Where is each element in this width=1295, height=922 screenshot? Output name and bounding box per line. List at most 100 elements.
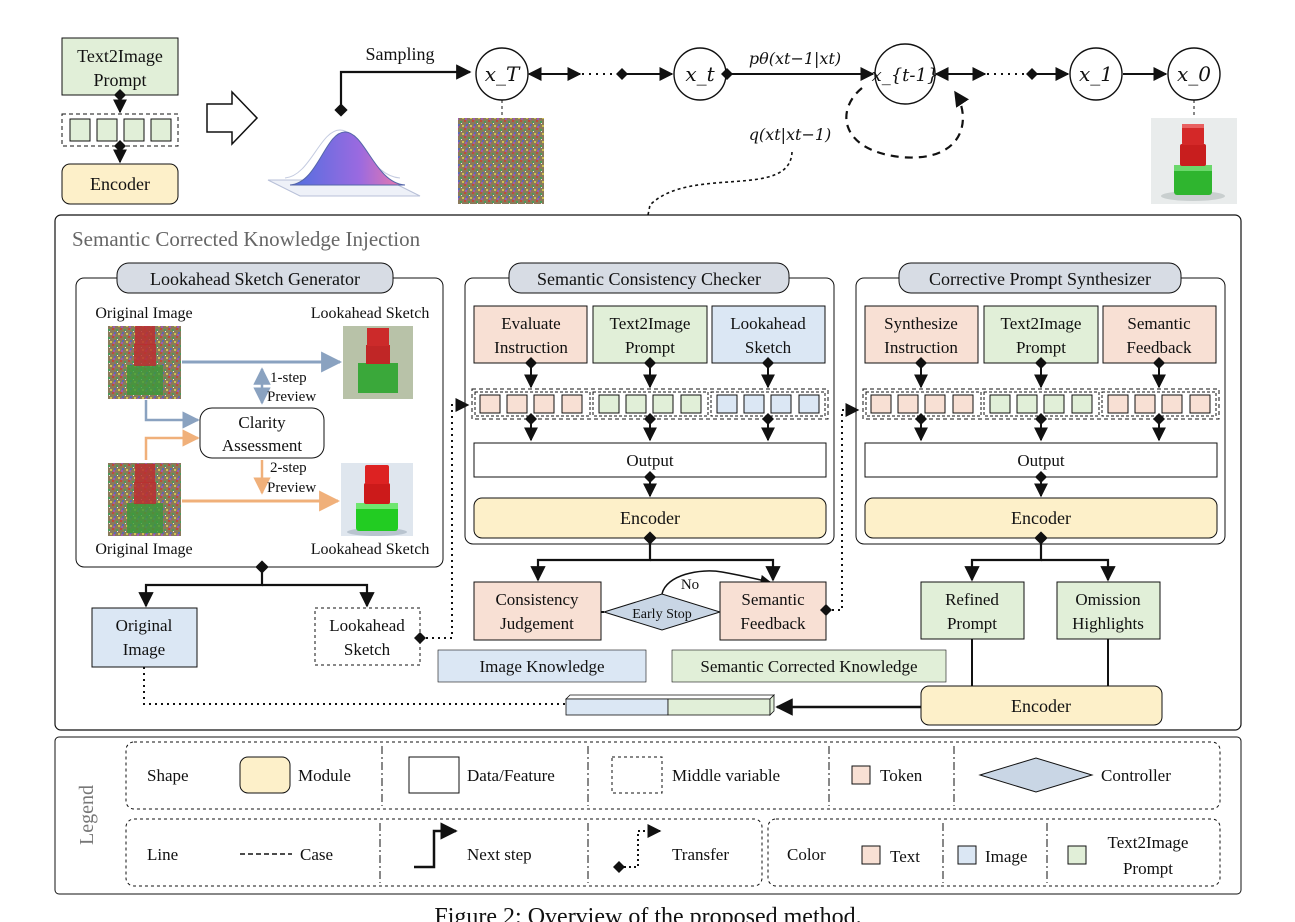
generated-cube-image	[1151, 118, 1237, 204]
omission-highlights-node: Omission Highlights	[1056, 581, 1161, 640]
step1-line2: Preview	[267, 389, 316, 405]
svg-text:Prompt: Prompt	[1016, 338, 1066, 357]
cps-title: Corrective Prompt Synthesizer	[898, 262, 1182, 294]
no-label: No	[681, 577, 699, 593]
prompt-line1: Text2Image	[77, 46, 163, 66]
step2-line1: 2-step	[270, 460, 307, 476]
cps-input-feedback: Semantic Feedback	[1102, 305, 1217, 364]
svg-text:Assessment: Assessment	[222, 436, 303, 455]
lsg-title: Lookahead Sketch Generator	[116, 262, 394, 294]
legend-line: Line	[147, 845, 178, 864]
lsg-original-image-bottom	[108, 463, 181, 536]
svg-text:Lookahead: Lookahead	[329, 616, 405, 635]
svg-text:Synthesize: Synthesize	[884, 314, 958, 333]
scc-encoder: Encoder	[473, 497, 827, 539]
svg-text:Original: Original	[116, 616, 173, 635]
svg-text:Prompt: Prompt	[625, 338, 675, 357]
svg-text:Encoder: Encoder	[1011, 508, 1071, 528]
lsg-orig-bottom-label: Original Image	[95, 541, 192, 558]
cps-input-synthesize: Synthesize Instruction	[864, 305, 979, 364]
cps-token-row	[862, 388, 1220, 420]
svg-text:Corrective Prompt Synthesizer: Corrective Prompt Synthesizer	[929, 269, 1151, 289]
svg-text:Clarity: Clarity	[238, 413, 286, 432]
legend-title: Legend	[76, 785, 98, 845]
svg-text:Image Knowledge: Image Knowledge	[479, 657, 604, 676]
node-xT: x_T	[475, 47, 529, 101]
figure-caption: Figure 2: Overview of the proposed metho…	[434, 904, 861, 922]
svg-text:Instruction: Instruction	[884, 338, 958, 357]
scc-input-prompt: Text2Image Prompt	[592, 305, 708, 364]
legend-t2i-line2: Prompt	[1123, 859, 1173, 878]
scc-title: Semantic Consistency Checker	[508, 262, 790, 294]
svg-text:Output: Output	[1017, 451, 1065, 470]
svg-text:Feedback: Feedback	[1126, 338, 1192, 357]
svg-text:Highlights: Highlights	[1072, 614, 1144, 633]
svg-text:Encoder: Encoder	[620, 508, 680, 528]
svg-text:Early Stop: Early Stop	[632, 607, 692, 622]
legend-shape: Shape	[147, 766, 189, 785]
step2-line2: Preview	[267, 480, 316, 496]
lsg-sketch-top-label: Lookahead Sketch	[311, 305, 430, 322]
svg-text:Evaluate: Evaluate	[501, 314, 560, 333]
prompt-line2: Prompt	[93, 70, 146, 90]
lsg-orig-top-label: Original Image	[95, 305, 192, 322]
refined-prompt-node: Refined Prompt	[920, 581, 1025, 640]
clarity-assessment-box: Clarity Assessment	[199, 407, 325, 459]
lookahead-sketch-node: Lookahead Sketch	[314, 607, 421, 666]
legend-next: Next step	[467, 845, 532, 864]
final-encoder: Encoder	[920, 685, 1163, 726]
step1-line1: 1-step	[270, 370, 307, 386]
svg-text:x_1: x_1	[1079, 62, 1113, 86]
cps-output: Output	[864, 442, 1218, 478]
scc-input-sketch: Lookahead Sketch	[711, 305, 826, 364]
legend-case: Case	[300, 845, 333, 864]
scc-token-row	[471, 388, 829, 420]
lsg-original-image-top	[108, 326, 181, 399]
svg-text:x_T: x_T	[485, 62, 521, 86]
svg-text:Semantic: Semantic	[741, 590, 805, 609]
node-x1: x_1	[1069, 47, 1123, 101]
noise-image	[458, 118, 544, 204]
svg-text:Judgement: Judgement	[500, 614, 574, 633]
legend-middle: Middle variable	[672, 766, 780, 785]
svg-text:Sketch: Sketch	[745, 338, 792, 357]
svg-text:Text2Image: Text2Image	[610, 314, 691, 333]
legend-t2i-line1: Text2Image	[1108, 833, 1189, 852]
semantic-knowledge-label: Semantic Corrected Knowledge	[671, 649, 947, 683]
lsg-sketch-image-top	[343, 326, 413, 399]
svg-text:Refined: Refined	[945, 590, 999, 609]
svg-text:Lookahead: Lookahead	[730, 314, 806, 333]
svg-text:Prompt: Prompt	[947, 614, 997, 633]
semantic-feedback-node: Semantic Feedback	[719, 581, 827, 641]
gaussian-distribution-icon	[267, 129, 421, 197]
svg-text:Semantic Consistency Checker: Semantic Consistency Checker	[537, 269, 761, 289]
svg-text:Consistency: Consistency	[495, 590, 579, 609]
svg-text:Omission: Omission	[1075, 590, 1141, 609]
early-stop-controller: Early Stop	[602, 593, 722, 631]
hollow-arrow-icon	[206, 90, 259, 146]
scc-input-evaluate: Evaluate Instruction	[473, 305, 588, 364]
svg-text:Encoder: Encoder	[1011, 696, 1071, 716]
node-xt: x_t	[673, 47, 727, 101]
lsg-sketch-image-bottom	[341, 463, 413, 536]
sampling-label: Sampling	[365, 44, 434, 64]
node-x0: x_0	[1167, 47, 1221, 101]
svg-text:x_0: x_0	[1177, 62, 1211, 86]
cps-input-prompt: Text2Image Prompt	[983, 305, 1099, 364]
scc-output: Output	[473, 442, 827, 478]
top-encoder-label: Encoder	[90, 174, 150, 194]
main-title: Semantic Corrected Knowledge Injection	[72, 227, 421, 251]
forward-label: pθ(xt−1|xt)	[749, 49, 841, 68]
reverse-label: q(xt|xt−1)	[749, 125, 832, 144]
svg-text:Sketch: Sketch	[344, 640, 391, 659]
legend-transfer: Transfer	[672, 845, 729, 864]
legend-text: Text	[890, 847, 920, 866]
svg-text:Lookahead Sketch Generator: Lookahead Sketch Generator	[150, 269, 360, 289]
image-knowledge-label: Image Knowledge	[437, 649, 647, 683]
svg-text:Semantic: Semantic	[1127, 314, 1191, 333]
main-panel	[54, 214, 1242, 731]
svg-text:Semantic Corrected Knowledge: Semantic Corrected Knowledge	[700, 657, 917, 676]
legend-token: Token	[880, 766, 923, 785]
svg-text:x_{t-1}: x_{t-1}	[872, 65, 939, 86]
